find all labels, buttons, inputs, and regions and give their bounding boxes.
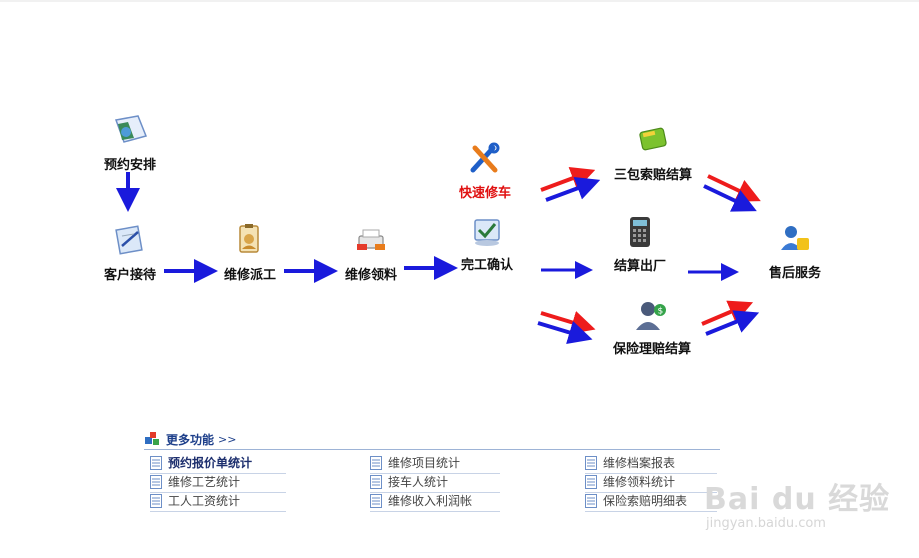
- watermark-brand: Bai du 经验: [704, 482, 891, 517]
- report-link-label: 维修收入利润帐: [388, 494, 473, 508]
- arrow-completion-warranty-blue: [545, 176, 601, 202]
- arrow-completion-insurance-blue: [537, 321, 593, 345]
- reception-notepad-icon: [115, 225, 143, 255]
- blocks-icon: [145, 432, 159, 445]
- report-link[interactable]: 维修领料统计: [585, 473, 717, 493]
- link-underline: [150, 473, 286, 474]
- parts-printer-icon: [357, 229, 385, 250]
- link-underline: [150, 511, 286, 512]
- report-link-label: 维修档案报表: [603, 456, 676, 470]
- link-underline: [370, 511, 500, 512]
- document-icon: [370, 455, 382, 470]
- report-link-label: 工人工资统计: [168, 494, 241, 508]
- more-functions-header[interactable]: 更多功能 >>: [144, 430, 236, 448]
- report-link[interactable]: 工人工资统计: [150, 492, 286, 512]
- document-icon: [585, 493, 597, 508]
- arrow-insurance-aftersales-red: [701, 300, 754, 326]
- completion-icon: [474, 219, 500, 246]
- arrow-insurance-aftersales-blue: [705, 310, 760, 336]
- node-checkout[interactable]: 结算出厂: [600, 213, 680, 274]
- document-icon: [585, 455, 597, 470]
- node-parts[interactable]: 维修领料: [339, 222, 403, 283]
- report-link[interactable]: 接车人统计: [370, 473, 500, 493]
- report-link-label: 接车人统计: [388, 475, 449, 489]
- svg-text:$: $: [658, 307, 664, 317]
- document-icon: [150, 455, 162, 470]
- report-link-label: 维修工艺统计: [168, 475, 241, 489]
- arrow-completion-warranty-red: [540, 166, 596, 192]
- node-label: 保险理赔结算: [612, 342, 691, 357]
- document-icon: [585, 474, 597, 489]
- double-chevron-icon: >>: [218, 432, 237, 446]
- node-label: 售后服务: [768, 266, 821, 281]
- report-link[interactable]: 维修工艺统计: [150, 473, 286, 493]
- more-divider: [144, 449, 720, 450]
- report-link-label: 维修项目统计: [388, 456, 461, 470]
- report-link[interactable]: 保险索赔明细表: [585, 492, 717, 512]
- more-functions-title: 更多功能: [166, 432, 215, 447]
- dispatch-clipboard-icon: [239, 224, 259, 253]
- node-label: 维修领料: [344, 268, 397, 283]
- link-underline: [370, 492, 500, 493]
- link-underline: [150, 492, 286, 493]
- node-quick-repair[interactable]: 快速修车: [452, 140, 518, 201]
- node-insurance[interactable]: $ 保险理赔结算: [604, 296, 700, 357]
- baidu-watermark: Bai du 经验 jingyan.baidu.com: [700, 460, 900, 540]
- node-label: 三包索赔结算: [613, 168, 692, 183]
- node-label: 快速修车: [458, 186, 511, 201]
- report-link-label: 预约报价单统计: [168, 456, 253, 470]
- link-underline: [585, 473, 717, 474]
- node-dispatch[interactable]: 维修派工: [218, 222, 282, 283]
- link-underline: [585, 492, 717, 493]
- report-link[interactable]: 维修项目统计: [370, 454, 500, 474]
- after-sales-icon: [781, 226, 809, 250]
- report-link-label: 保险索赔明细表: [603, 494, 688, 508]
- document-icon: [150, 474, 162, 489]
- report-link[interactable]: 预约报价单统计: [150, 454, 286, 474]
- link-underline: [370, 473, 500, 474]
- link-underline: [585, 511, 717, 512]
- more-functions-panel: 更多功能 >> 预约报价单统计 维修项目统计 维修档案报表 维修工艺统计 接车人…: [144, 430, 720, 514]
- node-after-sales[interactable]: 售后服务: [760, 220, 830, 281]
- document-icon: [370, 493, 382, 508]
- node-completion[interactable]: 完工确认: [455, 212, 519, 273]
- node-label: 客户接待: [103, 268, 156, 283]
- document-icon: [150, 493, 162, 508]
- node-reception[interactable]: 客户接待: [98, 222, 162, 283]
- top-divider: [0, 0, 919, 2]
- warranty-card-icon: [639, 127, 667, 151]
- node-label: 维修派工: [223, 268, 276, 283]
- tools-icon: [470, 142, 500, 173]
- node-appointment[interactable]: 预约安排: [98, 112, 162, 173]
- watermark-url: jingyan.baidu.com: [706, 516, 826, 531]
- node-label: 结算出厂: [613, 259, 666, 274]
- appointment-book-icon: [114, 115, 148, 143]
- insurance-person-icon: $: [636, 302, 666, 330]
- arrow-warranty-aftersales-blue: [703, 184, 757, 212]
- report-link[interactable]: 维修档案报表: [585, 454, 717, 474]
- document-icon: [370, 474, 382, 489]
- report-link[interactable]: 维修收入利润帐: [370, 492, 500, 512]
- node-warranty[interactable]: 三包索赔结算: [605, 122, 701, 183]
- node-label: 完工确认: [460, 258, 513, 273]
- node-label: 预约安排: [103, 158, 156, 173]
- pos-terminal-icon: [630, 217, 650, 247]
- report-link-label: 维修领料统计: [603, 475, 676, 489]
